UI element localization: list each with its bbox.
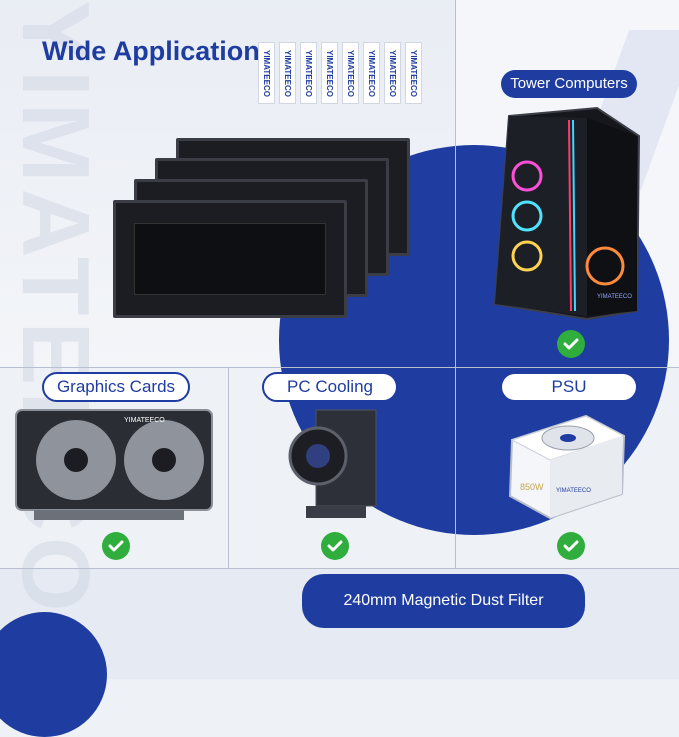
graphics-cards-label: Graphics Cards [42, 372, 190, 402]
divider-vertical-left [228, 367, 229, 568]
check-icon [557, 532, 585, 560]
cpu-cooler-image [288, 409, 377, 518]
pc-cooling-label: PC Cooling [262, 372, 398, 402]
psu-brand: YIMATEECO [556, 488, 591, 494]
brand-tag: YIMATEECO [342, 42, 359, 104]
tower-case-image: YIMATEECO [493, 106, 641, 321]
product-banner: 240mm Magnetic Dust Filter [302, 574, 585, 628]
check-icon [102, 532, 130, 560]
brand-tag-row: YIMATEECO YIMATEECO YIMATEECO YIMATEECO … [258, 42, 422, 104]
brand-tag: YIMATEECO [258, 42, 275, 104]
brand-tag: YIMATEECO [363, 42, 380, 104]
check-icon [321, 532, 349, 560]
psu-wattage: 850W [520, 482, 544, 492]
brand-tag: YIMATEECO [279, 42, 296, 104]
check-icon [557, 330, 585, 358]
divider-horizontal [0, 367, 679, 368]
divider-vertical-right [455, 0, 456, 568]
psu-image: 850W YIMATEECO [508, 414, 626, 520]
tower-brand: YIMATEECO [597, 294, 632, 300]
tower-computers-label: Tower Computers [501, 70, 637, 98]
divider-bottom [0, 568, 679, 569]
watermark: YIMATEECO [2, 0, 109, 618]
psu-label: PSU [500, 372, 638, 402]
brand-tag: YIMATEECO [300, 42, 317, 104]
page-title: Wide Application [42, 36, 260, 66]
gpu-brand: YIMATEECO [124, 417, 165, 424]
filter-frame [113, 200, 347, 318]
brand-tag: YIMATEECO [321, 42, 338, 104]
graphics-card-image: YIMATEECO [15, 409, 213, 520]
brand-tag: YIMATEECO [405, 42, 422, 104]
brand-tag: YIMATEECO [384, 42, 401, 104]
